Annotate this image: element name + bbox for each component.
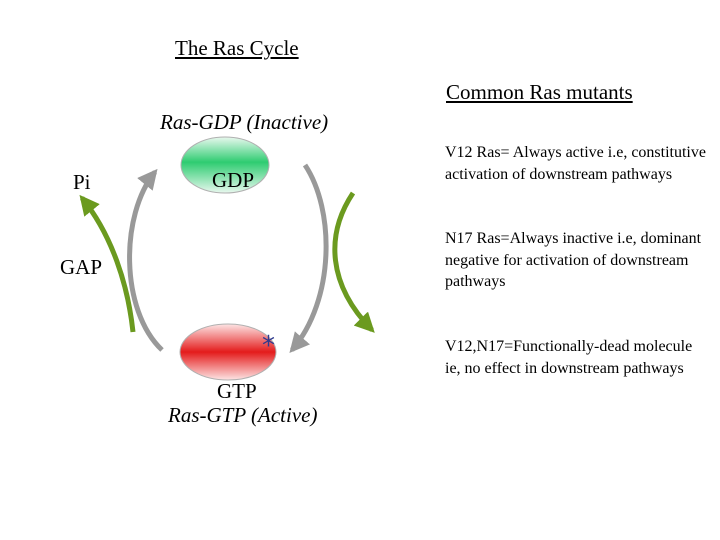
gdp-ellipse (180, 136, 270, 194)
mutant-note-v12-n17: V12,N17=Functionally-dead molecule ie, n… (445, 338, 693, 377)
gap-green-arrow (79, 194, 136, 333)
gtp-ellipse (179, 323, 277, 381)
gtp-to-gdp-gray-arrow (127, 168, 164, 352)
pi-label: Pi (73, 170, 91, 194)
gap-label: GAP (60, 255, 103, 279)
ras-gdp-state-label: Ras-GDP (Inactive) (160, 110, 329, 134)
gdp-label: GDP (212, 168, 255, 192)
gtp-label: GTP (217, 379, 257, 403)
active-star-icon: * (262, 331, 275, 361)
diagram-title: The Ras Cycle (175, 36, 299, 60)
ras-gtp-state-label: Ras-GTP (Active) (168, 403, 318, 427)
mutants-title: Common Ras mutants (446, 80, 633, 104)
mutant-note-n17: N17 Ras=Always inactive i.e, dominant ne… (445, 230, 702, 290)
mutant-note-v12: V12 Ras= Always active i.e, constitutive… (445, 144, 706, 183)
gdp-to-gtp-gray-arrow (289, 163, 329, 354)
gef-green-arrow (332, 191, 375, 333)
